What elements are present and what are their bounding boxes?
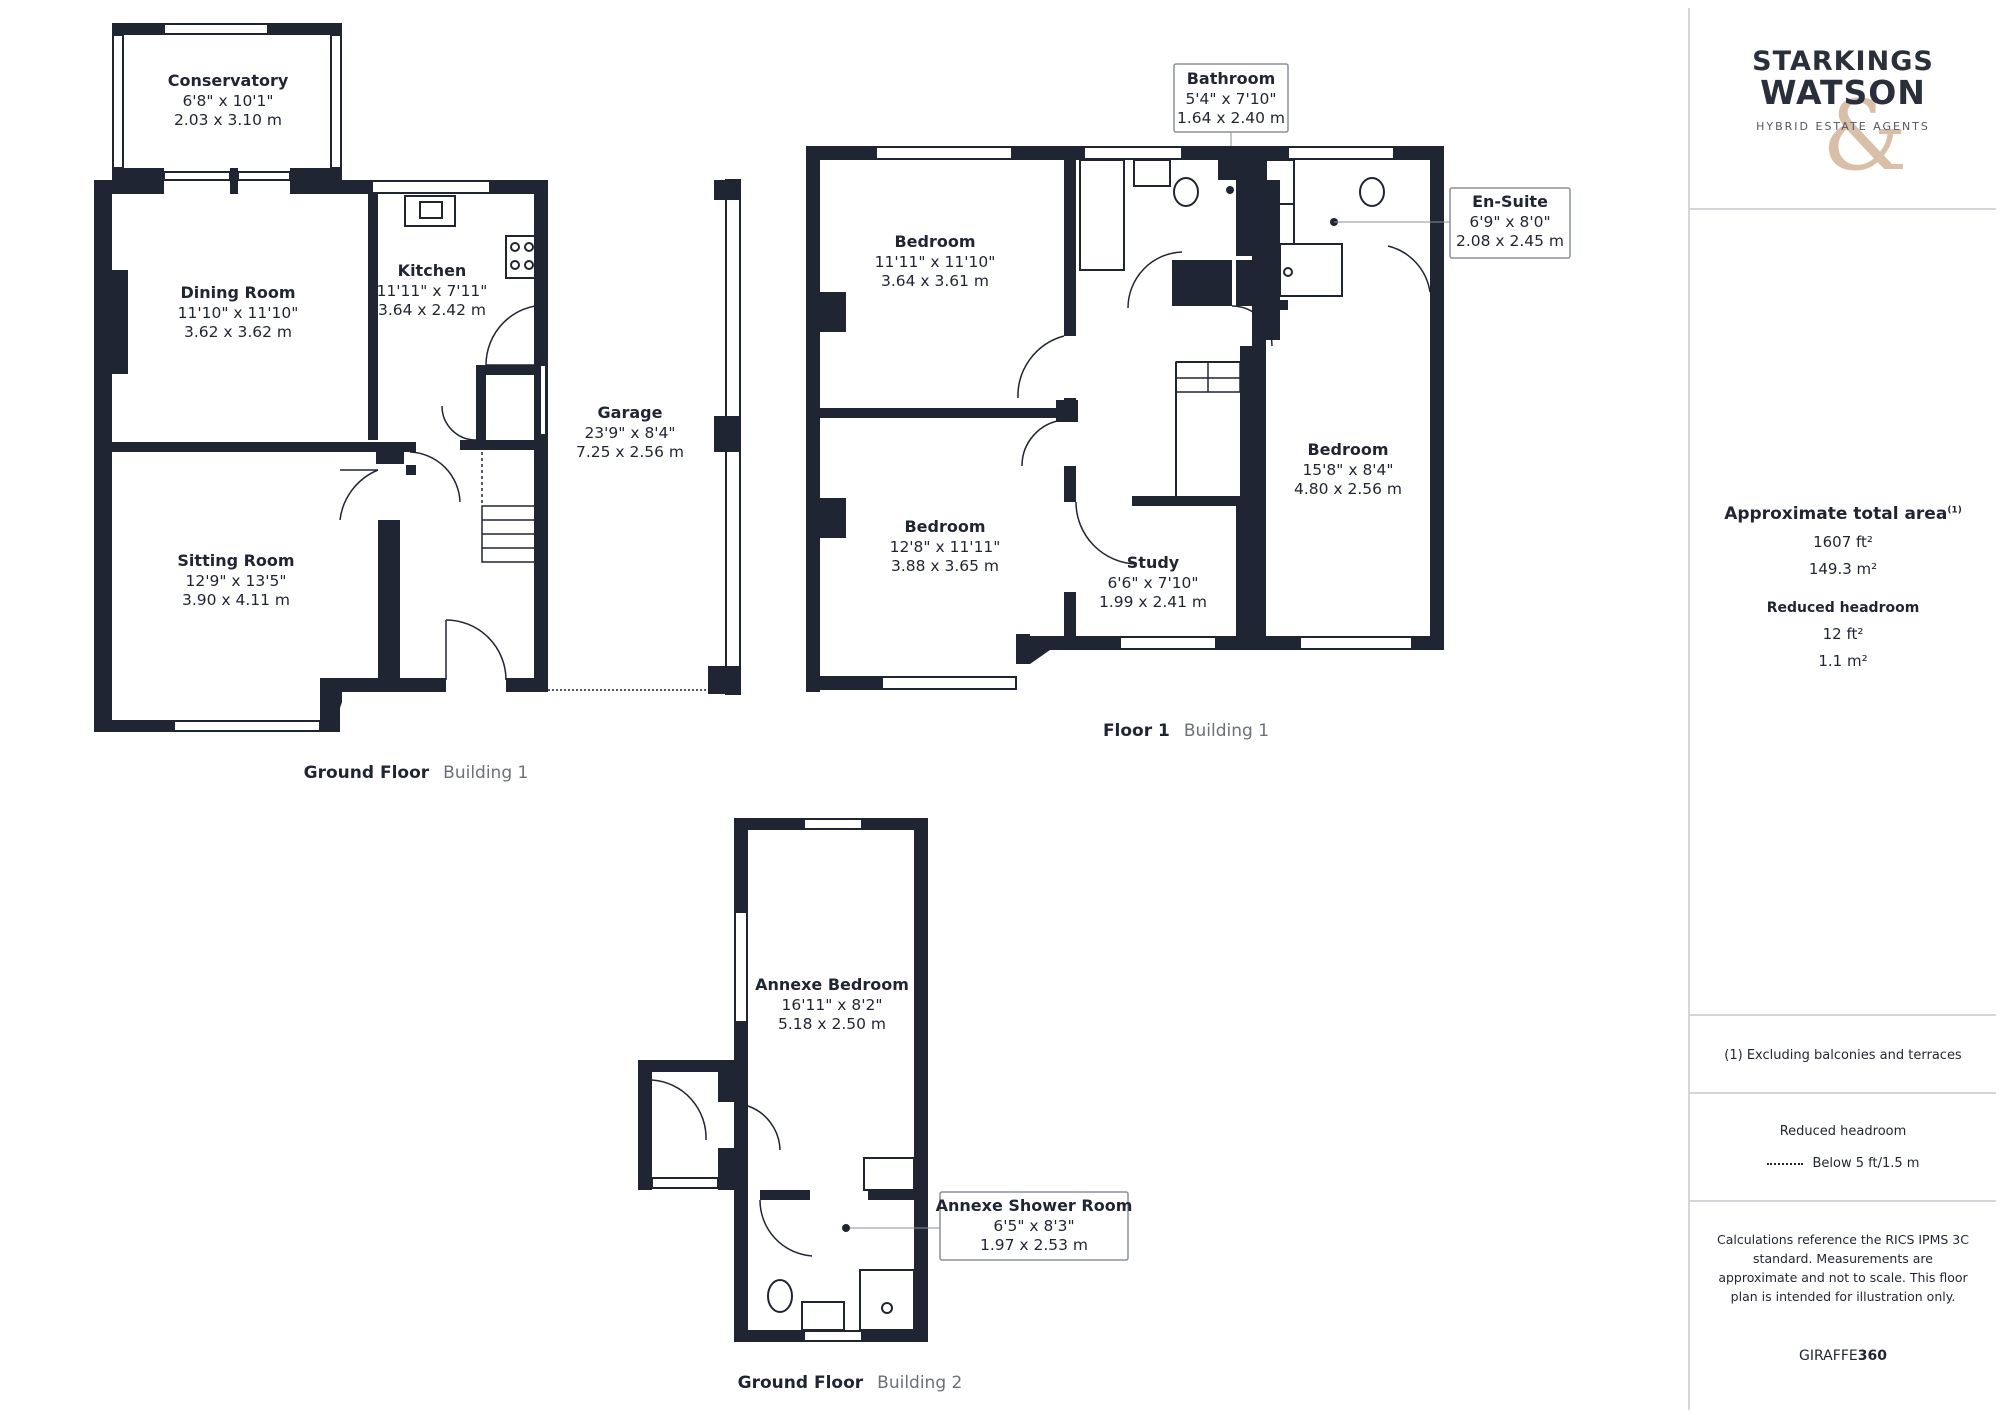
room-metric-sitting-room: 3.90 x 4.11 m	[182, 591, 290, 609]
room-name-bedroom-1: Bedroom	[894, 232, 975, 251]
room-imperial-garage: 23'9" x 8'4"	[584, 424, 675, 442]
reduced-headroom-line-icon	[1766, 1162, 1803, 1165]
floor-building: Building 1	[443, 763, 528, 783]
room-metric-bedroom-3: 4.80 x 2.56 m	[1294, 480, 1402, 498]
divider	[1690, 1014, 1996, 1016]
room-name-annexe-bedroom: Annexe Bedroom	[755, 975, 909, 994]
floor-level: Ground Floor	[304, 763, 430, 783]
room-metric-annexe-bedroom: 5.18 x 2.50 m	[778, 1015, 886, 1033]
room-imperial-conservatory: 6'8" x 10'1"	[182, 92, 273, 110]
floor-plan: Conservatory 6'8" x 10'1"2.03 x 3.10 m Din…	[94, 23, 1571, 1393]
room-metric-bathroom: 1.64 x 2.40 m	[1177, 109, 1285, 127]
room-metric-en-suite: 2.08 x 2.45 m	[1456, 232, 1564, 250]
room-metric-annexe-shower: 1.97 x 2.53 m	[980, 1236, 1088, 1254]
callout-leaders	[846, 132, 1450, 1229]
reduced-m: 1.1 m²	[1818, 652, 1868, 670]
room-name-conservatory: Conservatory	[168, 71, 289, 90]
room-name-garage: Garage	[598, 403, 663, 422]
callout-dot	[842, 1224, 850, 1232]
reduced-title: Reduced headroom	[1766, 600, 1920, 616]
divider	[1690, 208, 1996, 210]
floor-building: Building 2	[877, 1373, 962, 1393]
room-name-sitting-room: Sitting Room	[177, 551, 294, 570]
room-metric-study: 1.99 x 2.41 m	[1099, 593, 1207, 611]
sidebar: & STARKINGS WATSON HYBRID ESTATE AGENTS …	[1688, 8, 1996, 1410]
room-name-kitchen: Kitchen	[398, 261, 467, 280]
room-name-bedroom-3: Bedroom	[1307, 440, 1388, 459]
room-imperial-study: 6'6" x 7'10"	[1107, 574, 1198, 592]
reduced-ft: 12 ft²	[1822, 625, 1864, 643]
floor-level: Ground Floor	[738, 1373, 864, 1393]
floor-level: Floor 1	[1103, 721, 1170, 741]
agent-logo: & STARKINGS WATSON HYBRID ESTATE AGENTS	[1690, 46, 1996, 185]
floor-caption-gf-b2: Ground Floor Building 2	[738, 1373, 963, 1393]
room-metric-bedroom-2: 3.88 x 3.65 m	[891, 557, 999, 575]
area-summary: Approximate total area(1) 1607 ft² 149.3…	[1690, 504, 1996, 670]
legend-row: Below 5 ft/1.5 m	[1690, 1156, 1996, 1171]
room-imperial-dining-room: 11'10" x 11'10"	[178, 304, 299, 322]
room-imperial-bedroom-1: 11'11" x 11'10"	[875, 253, 996, 271]
room-imperial-bedroom-2: 12'8" x 11'11"	[890, 538, 1001, 556]
area-title: Approximate total area(1)	[1724, 504, 1962, 524]
floor-caption-gf-b1: Ground Floor Building 1	[304, 763, 529, 783]
room-name-bathroom: Bathroom	[1187, 69, 1276, 88]
logo-line-1: STARKINGS	[1752, 46, 1934, 77]
room-metric-garage: 7.25 x 2.56 m	[576, 443, 684, 461]
room-metric-bedroom-1: 3.64 x 3.61 m	[881, 272, 989, 290]
walls	[94, 23, 1444, 1342]
room-imperial-kitchen: 11'11" x 7'11"	[377, 282, 488, 300]
logo-line-2: WATSON	[1760, 73, 1926, 112]
room-name-study: Study	[1127, 553, 1180, 572]
room-name-bedroom-2: Bedroom	[904, 517, 985, 536]
area-ft: 1607 ft²	[1813, 533, 1873, 551]
giraffe360-brand: GIRAFFE360	[1799, 1348, 1887, 1364]
divider	[1690, 1200, 1996, 1202]
legend-text: Below 5 ft/1.5 m	[1812, 1156, 1920, 1171]
room-imperial-en-suite: 6'9" x 8'0"	[1469, 213, 1550, 231]
room-name-dining-room: Dining Room	[180, 283, 295, 302]
disclaimer: Calculations reference the RICS IPMS 3C …	[1717, 1232, 1969, 1304]
room-name-annexe-shower: Annexe Shower Room	[936, 1196, 1133, 1215]
room-imperial-bedroom-3: 15'8" x 8'4"	[1302, 461, 1393, 479]
room-imperial-bathroom: 5'4" x 7'10"	[1185, 90, 1276, 108]
room-metric-dining-room: 3.62 x 3.62 m	[184, 323, 292, 341]
room-imperial-sitting-room: 12'9" x 13'5"	[186, 572, 287, 590]
room-metric-conservatory: 2.03 x 3.10 m	[174, 111, 282, 129]
area-m: 149.3 m²	[1808, 560, 1878, 578]
room-metric-kitchen: 3.64 x 2.42 m	[378, 301, 486, 319]
divider	[1690, 1092, 1996, 1094]
windows	[112, 23, 1413, 1342]
room-imperial-annexe-shower: 6'5" x 8'3"	[993, 1217, 1074, 1235]
area-footnote-mark: (1)	[1947, 505, 1962, 516]
callout-boxes	[939, 63, 1571, 1261]
room-imperial-annexe-bedroom: 16'11" x 8'2"	[782, 996, 883, 1014]
legend-title: Reduced headroom	[1779, 1124, 1907, 1139]
footnote: (1) Excluding balconies and terraces	[1724, 1048, 1962, 1063]
logo-ampersand: &	[1822, 80, 1908, 192]
door-swings	[339, 245, 1431, 1257]
staircase	[481, 361, 1241, 563]
room-labels: Conservatory 6'8" x 10'1"2.03 x 3.10 m Din…	[168, 69, 1564, 1254]
floor-building: Building 1	[1184, 721, 1269, 741]
floor-caption-f1-b1: Floor 1 Building 1	[1103, 721, 1269, 741]
room-name-en-suite: En-Suite	[1472, 192, 1548, 211]
logo-tagline: HYBRID ESTATE AGENTS	[1756, 120, 1930, 133]
